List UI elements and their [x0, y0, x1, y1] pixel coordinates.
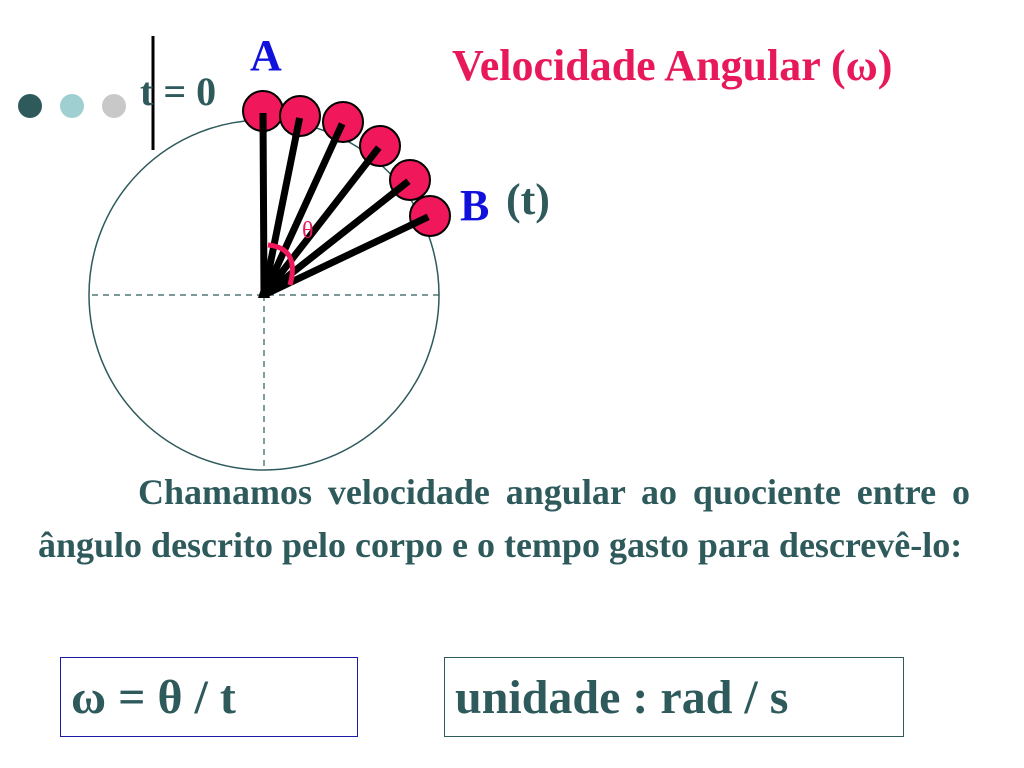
rod: [260, 115, 304, 296]
ball: [322, 101, 364, 143]
ball: [409, 195, 451, 237]
rod-tip: [390, 178, 411, 197]
ball: [279, 95, 321, 137]
decorative-dot: [18, 94, 42, 118]
point-a-label: A: [250, 31, 282, 80]
decorative-dot: [102, 94, 126, 118]
rod-tip: [292, 117, 304, 139]
rod: [261, 143, 383, 298]
pivot: [258, 280, 270, 298]
decorative-dots: [18, 94, 126, 118]
angle-label: θ: [302, 218, 314, 244]
point-b-label: B: [460, 181, 490, 230]
rod: [260, 120, 347, 297]
rod-tip: [408, 213, 430, 229]
slide-title: Velocidade Angular (ω): [452, 41, 893, 90]
definition-paragraph: Chamamos velocidade angular ao quociente…: [38, 472, 970, 565]
rod: [259, 110, 268, 296]
angle-arc: [267, 242, 295, 286]
decorative-dot: [60, 94, 84, 118]
start-time-label: t = 0: [140, 69, 217, 114]
rod-tip: [330, 122, 346, 144]
rod: [261, 177, 413, 298]
elapsed-time-label: (t): [506, 175, 550, 224]
unit-box: unidade : rad / s: [444, 657, 904, 737]
rotation-positions: [242, 90, 451, 299]
rod-tip: [363, 145, 382, 166]
formula-box: ω = θ / t: [60, 657, 358, 737]
